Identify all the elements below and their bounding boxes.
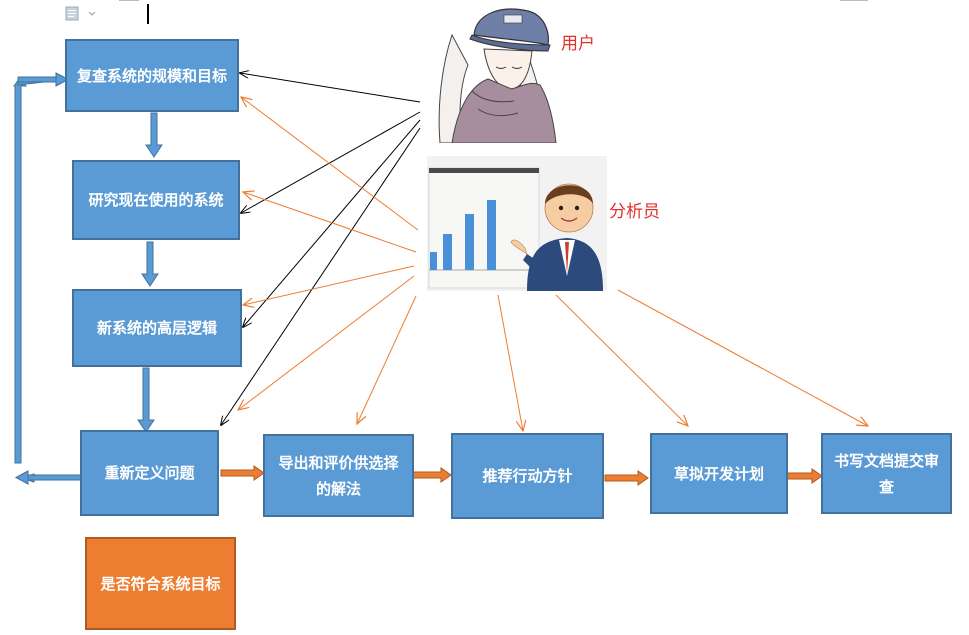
- analyst-arrow: [617, 289, 868, 426]
- step-study-current-system: 研究现在使用的系统: [72, 160, 240, 240]
- analyst-arrow: [241, 97, 419, 231]
- analyst-arrow: [238, 275, 415, 410]
- step-new-system-logic: 新系统的高层逻辑: [72, 289, 242, 367]
- step-review-scope: 复查系统的规模和目标: [65, 39, 239, 112]
- page-edge-line: [119, 0, 139, 1]
- loop-back-line: [23, 474, 83, 481]
- analyst-arrow: [555, 294, 688, 426]
- loop-back-line: [13, 77, 27, 464]
- step-redefine-problem: 重新定义问题: [80, 430, 219, 516]
- flow-arrow-orange: [407, 467, 452, 483]
- analyst-arrow: [497, 294, 523, 431]
- loop-back-line: [17, 76, 63, 83]
- user-illustration: [432, 5, 558, 147]
- user-arrow: [243, 119, 421, 327]
- step-draft-plan: 草拟开发计划: [650, 433, 788, 514]
- flow-arrow-orange: [220, 465, 265, 481]
- decision-meets-goals: 是否符合系统目标: [85, 537, 236, 630]
- user-label: 用户: [561, 34, 595, 54]
- flow-arrow: [141, 241, 159, 287]
- flow-arrow-orange: [604, 470, 649, 486]
- page-edge-line: [840, 0, 868, 1]
- user-arrow: [240, 73, 421, 103]
- step-derive-solutions: 导出和评价供选择的解法: [263, 434, 414, 517]
- step-write-documents: 书写文档提交审查: [821, 433, 952, 514]
- analyst-arrow: [243, 192, 417, 253]
- analyst-arrow: [243, 265, 415, 305]
- user-arrow: [221, 127, 421, 425]
- document-icon: [65, 5, 97, 25]
- text-cursor: [147, 4, 149, 24]
- user-arrow: [241, 111, 421, 213]
- flow-arrow: [137, 367, 155, 433]
- analyst-label: 分析员: [609, 202, 660, 222]
- loop-up-arrowhead: [55, 72, 70, 87]
- analyst-arrow: [357, 295, 417, 424]
- analyst-illustration: [427, 156, 607, 295]
- loop-back-arrowhead: [14, 470, 29, 485]
- step-recommend-action: 推荐行动方针: [451, 433, 604, 519]
- flow-arrow: [145, 112, 163, 158]
